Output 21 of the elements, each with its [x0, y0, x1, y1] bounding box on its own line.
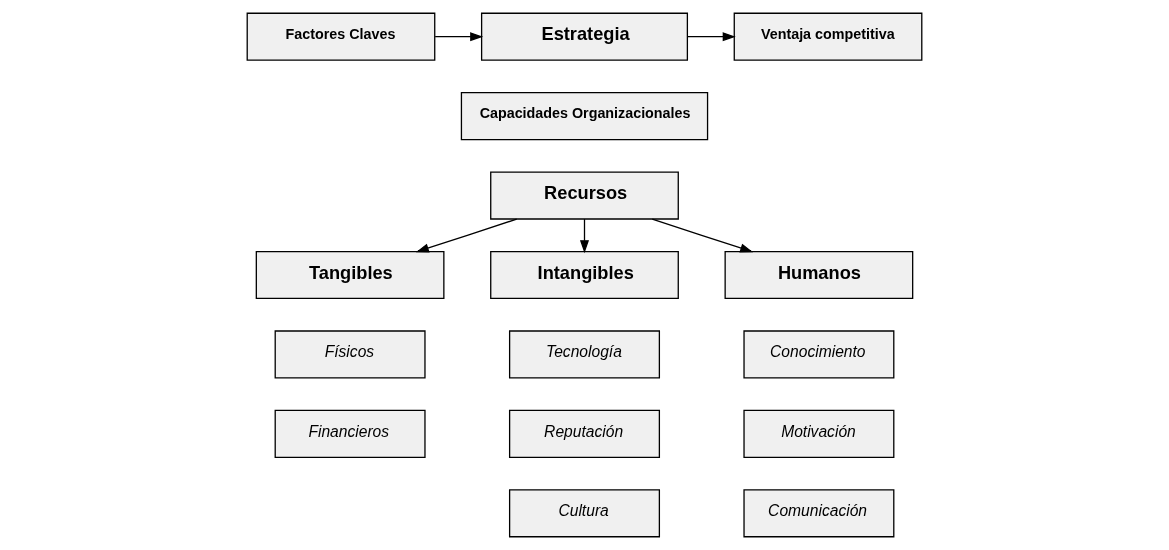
arrow	[434, 32, 484, 42]
node-box: Estrategia	[480, 12, 689, 61]
node-box: Cultura	[508, 489, 661, 538]
node-box: Conocimiento	[743, 330, 895, 379]
arrow	[651, 218, 754, 253]
node-box: Capacidades Organizacionales	[460, 92, 709, 141]
arrow	[687, 32, 736, 42]
node-box: Recursos	[490, 171, 679, 220]
node-box: Tecnología	[508, 330, 661, 379]
node-box: Físicos	[274, 330, 426, 379]
node-box: Ventaja competitiva	[733, 12, 923, 61]
arrow	[579, 218, 590, 254]
arrow	[415, 218, 518, 253]
node-box: Motivación	[743, 409, 895, 458]
node-box: Reputación	[508, 409, 661, 458]
node-box: Intangibles	[490, 250, 679, 300]
node-box: Tangibles	[255, 250, 445, 300]
node-box: Comunicación	[743, 489, 895, 538]
node-box: Humanos	[724, 250, 914, 300]
node-box: Financieros	[274, 409, 426, 458]
node-box: Factores Claves	[246, 12, 436, 61]
